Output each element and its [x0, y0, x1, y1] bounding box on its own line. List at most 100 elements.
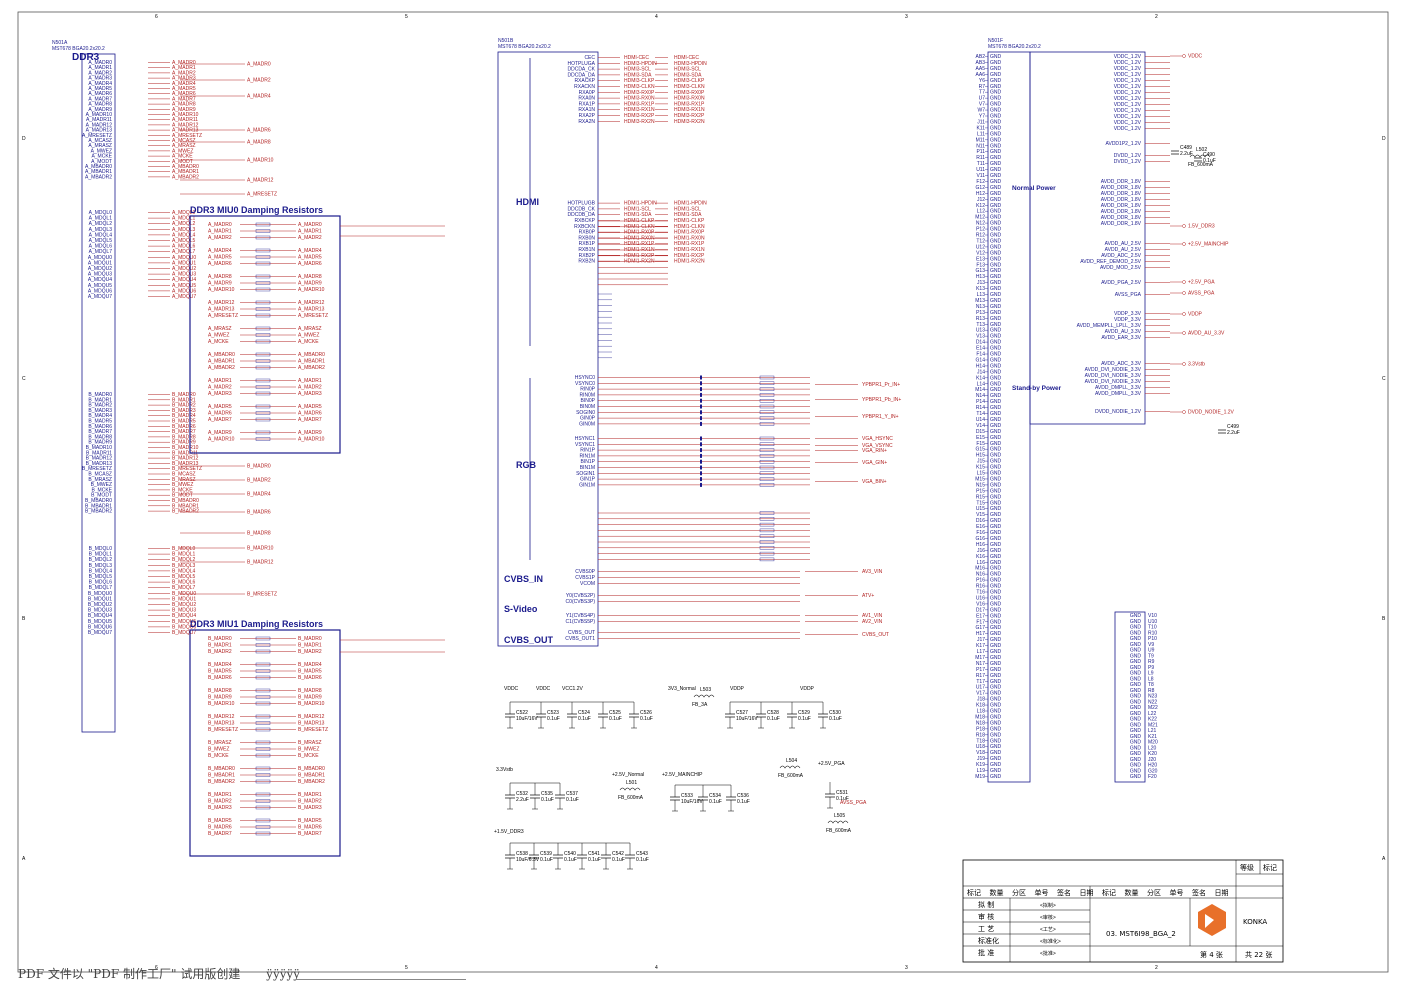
gnd-pin-label: GND — [990, 441, 1002, 447]
gnd-pin-label: GND — [990, 381, 1002, 387]
gnd-pin-label: GND — [990, 482, 1002, 488]
ddr3-pin-label: B_MWEZ — [91, 482, 112, 488]
drawing-number: 03. MST6I98_BGA_2 — [1106, 930, 1176, 938]
ddr3-net-label: A_MADR4 — [172, 81, 196, 87]
hdmi-net-label: HDMI3-RX1N — [624, 107, 655, 113]
power-net-port: VDDC — [1188, 54, 1203, 60]
gnd-pin-label: GND — [990, 572, 1002, 578]
ddr3-net-label: B_MADR13 — [172, 461, 199, 467]
hdmi-net-port: HDMI1-RX1P — [674, 241, 705, 247]
rgb-pin-label: VSYNC1 — [575, 442, 595, 448]
gnd-ball-label: V15 — [976, 512, 985, 518]
gnd-pin-label: GND — [1130, 711, 1142, 717]
capacitor-ref: C539 — [540, 851, 552, 857]
gnd-ball-label: J17 — [977, 637, 985, 643]
power-pin-label: AVDD_DVI_NODIE_3.3V — [1085, 367, 1142, 373]
damping-net-in: A_MADR1 — [208, 229, 232, 235]
cvbs-net-port: AV3_VIN — [862, 569, 883, 575]
hdmi-net-port: HDMI3-RX2N — [674, 119, 705, 125]
damping-net-in: A_MBADR1 — [208, 359, 235, 365]
ddr3-net-label: A_MRESETZ — [172, 133, 202, 139]
gnd-ball-label: K13 — [976, 286, 985, 292]
gnd-ball-label: L16 — [977, 560, 986, 566]
ddr3-pin-label: A_MADR9 — [88, 107, 112, 113]
gnd-ball-label: H13 — [976, 274, 985, 280]
damping-net-in: B_MADR6 — [208, 675, 232, 681]
ddr3-pin-label: B_MDQU5 — [88, 619, 112, 625]
damping-net-in: B_MADR12 — [208, 714, 235, 720]
gnd-pin-label: GND — [990, 369, 1002, 375]
gnd-pin-label: GND — [990, 108, 1002, 114]
gnd-ball-label: R16 — [976, 584, 985, 590]
ddr3-net-label: A_MDQL1 — [172, 216, 196, 222]
capacitor-ref: C542 — [612, 851, 624, 857]
gnd-pin-label: GND — [990, 518, 1002, 524]
gnd-ball-label: K17 — [976, 643, 985, 649]
ddr3-pin-label: A_MODT — [91, 159, 112, 165]
gnd-ball-label: L14 — [977, 381, 986, 387]
gnd-pin-label: GND — [990, 233, 1002, 239]
gnd-pin-label: GND — [1130, 734, 1142, 740]
miu0-box — [189, 215, 341, 454]
damping-net-in: A_MADR6 — [208, 261, 232, 267]
ddr3-net-label: A_MDQU0 — [172, 255, 196, 261]
capacitor-ref: C489 — [1180, 145, 1192, 151]
gnd-pin-label: GND — [1130, 751, 1142, 757]
ddr3-pin-label: A_MADR1 — [88, 65, 112, 71]
ddr3-net-label: A_MBADR0 — [172, 164, 199, 170]
ddr3-net-label: B_MWEZ — [172, 482, 193, 488]
gnd-ball-label: E15 — [976, 435, 985, 441]
gnd-ball-label: P14 — [976, 399, 985, 405]
ddr3-pin-label: B_MADR6 — [88, 424, 112, 430]
gnd-pin-label: GND — [990, 298, 1002, 304]
gnd-pin-label: GND — [990, 417, 1002, 423]
hdmi-net-label: HDMI1-SCL — [624, 206, 651, 212]
gnd-pin-label: GND — [990, 346, 1002, 352]
hdmi-net-port: HDMI3-CLKN — [674, 84, 705, 90]
rgb-net-port: VGA_RIN+ — [862, 448, 887, 454]
hdmi-pin-label: RXB1N — [578, 247, 595, 253]
footer-tail: ÿÿÿÿÿ — [266, 967, 301, 981]
power-pin-label: VDDP_3.3V — [1114, 311, 1142, 317]
hdmi-pin-label: RXB0P — [579, 230, 596, 236]
gnd-ball-label: J16 — [977, 548, 985, 554]
ddr3-net-label: B_MDQU3 — [172, 608, 196, 614]
gnd-ball-label: R7 — [979, 84, 986, 90]
gnd-ball-label: N13 — [976, 304, 985, 310]
company-name: KONKA — [1243, 918, 1267, 926]
gnd-ball-label: E16 — [976, 524, 985, 530]
ferrite-bead-value: FB_3A — [692, 702, 708, 708]
gnd-pin-label: GND — [990, 375, 1002, 381]
footer-text: PDF 文件以 "PDF 制作工厂" 试用版创建 — [18, 967, 241, 981]
ddr3-pin-label: B_MADR0 — [88, 392, 112, 398]
ddr3-net-label: A_MADR3 — [172, 76, 196, 82]
ddr3-net-label: B_MBADR1 — [172, 503, 199, 509]
title-header-cell: 分区 — [1012, 888, 1026, 897]
part-a-ref: N501A — [52, 40, 68, 46]
gnd-ball-label: D17 — [976, 607, 985, 613]
ddr3-pin-label: B_MDQL7 — [89, 585, 113, 591]
damping-net-in: A_MADR4 — [208, 248, 232, 254]
ddr3-pin-label: A_MDQU3 — [88, 272, 112, 278]
damping-net-in: B_MADR13 — [208, 721, 235, 727]
gnd-ball-label: M21 — [1148, 722, 1158, 728]
gnd-ball-label: R10 — [1148, 630, 1157, 636]
title-header-cell: 数量 — [1125, 888, 1139, 897]
gnd-ball-label: K18 — [976, 703, 985, 709]
gnd-ball-label: F14 — [976, 352, 985, 358]
hdmi-net-port: HDMI3-RX1N — [674, 107, 705, 113]
capacitor-ref: C535 — [541, 791, 553, 797]
damping-net-in: B_MCKE — [208, 753, 229, 759]
gnd-ball-label: F16 — [976, 530, 985, 536]
ddr3-net-label: A_MDQL6 — [172, 244, 196, 250]
gnd-ball-label: V16 — [976, 601, 985, 607]
grade-label: 等级 — [1240, 863, 1254, 872]
damping-net-in: A_MADR0 — [208, 222, 232, 228]
gnd-pin-label: GND — [990, 637, 1002, 643]
damping-net-out: A_MADR1 — [298, 378, 322, 384]
title-header-cell: 单号 — [1170, 888, 1184, 897]
gnd-pin-label: GND — [990, 256, 1002, 262]
hdmi-net-port: HDMI3-SCL — [674, 67, 701, 73]
